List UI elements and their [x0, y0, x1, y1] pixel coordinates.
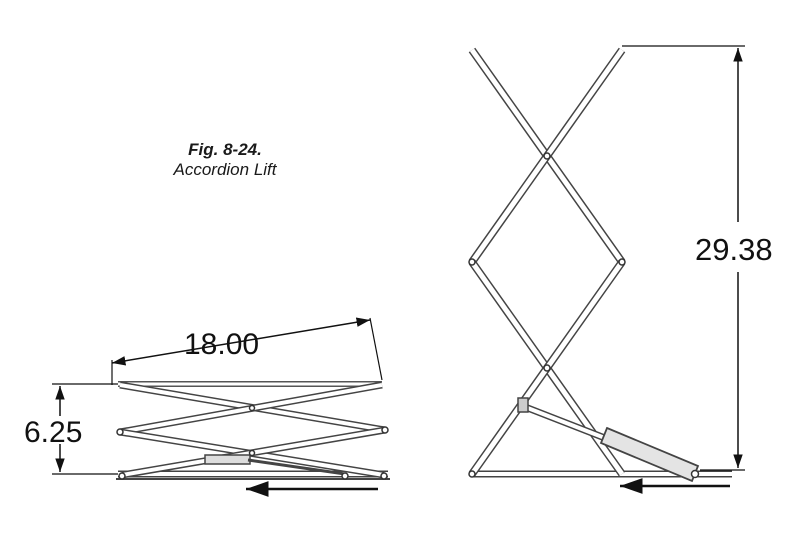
dimension-width	[111, 317, 383, 385]
dimension-extended-height-label: 29.38	[695, 232, 773, 267]
dimension-extended-height	[622, 45, 745, 471]
dimension-collapsed-height	[52, 383, 118, 475]
extended-actuator	[517, 397, 700, 483]
figure-title: Accordion Lift	[173, 160, 277, 179]
figure-number: Fig. 8-24.	[188, 140, 262, 159]
extended-lift	[468, 47, 732, 494]
extended-pivots	[468, 152, 700, 479]
figure-caption: Fig. 8-24. Accordion Lift	[150, 140, 300, 180]
dimension-width-label: 18.00	[184, 328, 259, 361]
collapsed-base	[116, 470, 390, 480]
dimension-collapsed-height-label: 6.25	[24, 416, 82, 449]
collapsed-actuator	[204, 454, 346, 476]
collapsed-pivots	[116, 404, 389, 480]
collapsed-lift	[116, 381, 390, 497]
